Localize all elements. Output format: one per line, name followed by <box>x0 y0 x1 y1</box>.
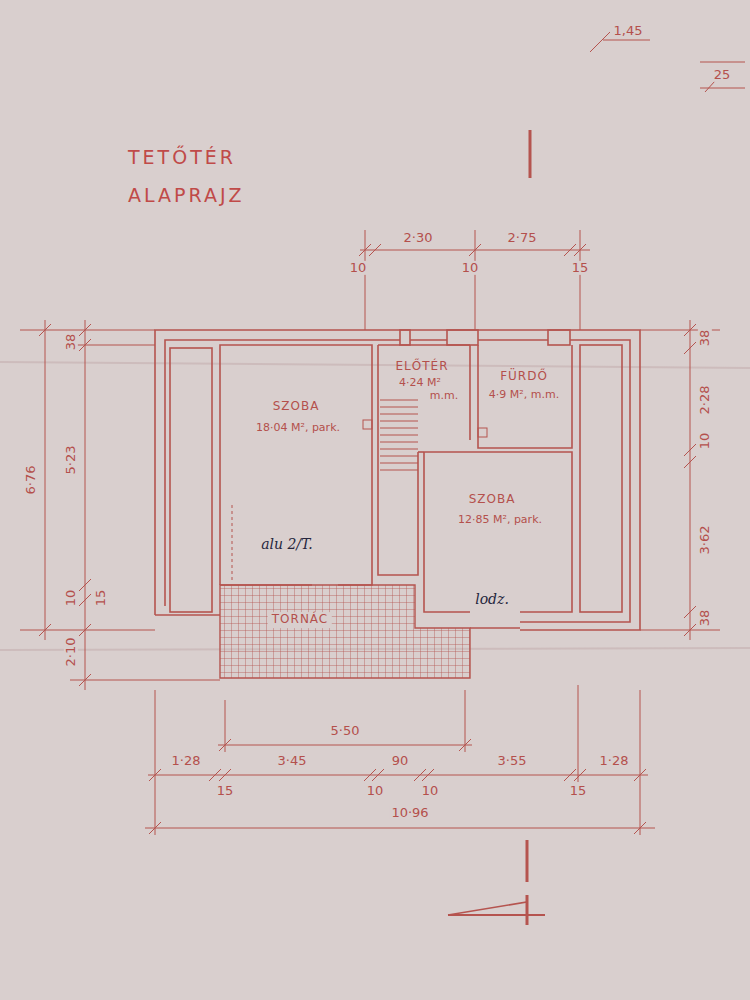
room-area: ELŐTÉR4·24 M²m.m. <box>380 347 470 399</box>
dimension-text: 1·28 <box>170 754 203 768</box>
room-name: FÜRDŐ <box>498 370 550 384</box>
dimension-text: 5·23 <box>64 444 78 477</box>
dimension-text: 10 <box>420 784 441 798</box>
dimension-text: 3·62 <box>698 524 712 557</box>
room-name: ELŐTÉR <box>394 360 451 374</box>
dimension-text: 6·76 <box>24 464 38 497</box>
dimension-text: 15 <box>570 261 591 275</box>
dimension-text: 10 <box>348 261 369 275</box>
dimension-text: 2·75 <box>506 231 539 245</box>
dimension-text: 2·30 <box>402 231 435 245</box>
dimension-text: 3·55 <box>496 754 529 768</box>
room-area-note: m.m. <box>428 390 460 403</box>
section-marks <box>448 130 545 925</box>
handwritten-note: alu 2/T. <box>259 537 315 552</box>
handwritten-note: lodz. <box>473 592 511 607</box>
room-area-note: 4·9 M², m.m. <box>487 389 561 402</box>
dimension-lines <box>20 32 745 835</box>
dimension-text: 15 <box>568 784 589 798</box>
dimension-text: 38 <box>698 328 712 349</box>
room-area: SZOBA 12·85 M², park. <box>426 454 572 584</box>
room-name: SZOBA <box>271 400 322 414</box>
room-area-note: 4·24 M² <box>397 377 443 390</box>
dimension-text: 10·96 <box>389 806 430 820</box>
terrace-hatch <box>220 585 470 678</box>
plan-title: TETŐTÉR ALAPRAJZ <box>128 138 303 214</box>
dimension-text: 10 <box>64 588 78 609</box>
dimension-text: 3·45 <box>276 754 309 768</box>
dimension-text: 10 <box>460 261 481 275</box>
room-name: TORNÁC <box>268 612 332 628</box>
dimension-text: 90 <box>390 754 411 768</box>
dimension-text: 1·28 <box>598 754 631 768</box>
dimension-text: 38 <box>698 608 712 629</box>
room-area-note: 18·04 M², park. <box>254 422 342 435</box>
dimension-text: 10 <box>365 784 386 798</box>
dimension-text: 25 <box>712 68 733 82</box>
dimension-text: 15 <box>215 784 236 798</box>
dimension-text: 38 <box>64 332 78 353</box>
dimension-text: 2·10 <box>64 636 78 669</box>
dashed-window-line <box>232 505 233 580</box>
room-name: SZOBA <box>467 493 518 507</box>
dimension-text: 15 <box>94 588 108 609</box>
dimension-text: 2·28 <box>698 384 712 417</box>
room-area-note: 12·85 M², park. <box>456 514 544 527</box>
stairs <box>363 400 487 470</box>
dimension-text: 1,45 <box>612 24 645 38</box>
room-area: TORNÁC <box>222 588 414 676</box>
dimension-text: 10 <box>698 431 712 452</box>
dimension-text: 5·50 <box>329 724 362 738</box>
room-area: FÜRDŐ 4·9 M², m.m. <box>479 347 571 427</box>
